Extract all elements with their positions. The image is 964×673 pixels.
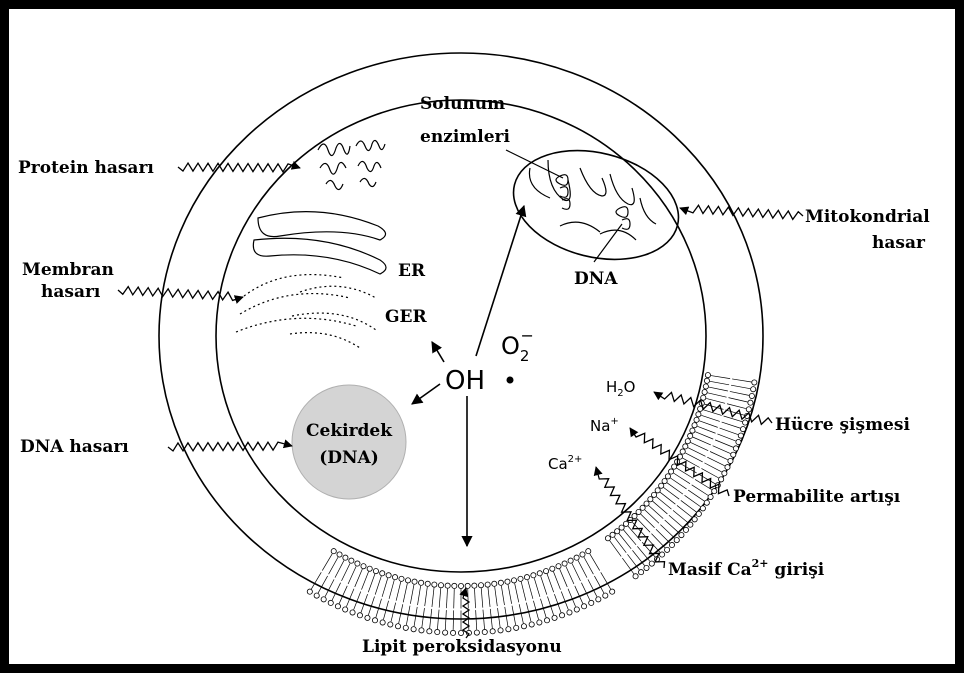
label-enzimleri: enzimleri	[420, 127, 511, 147]
label-solunum: Solunum	[420, 94, 505, 114]
nucleus	[292, 385, 406, 499]
wavy-arrow-mito	[680, 205, 803, 219]
er-rough	[236, 275, 376, 348]
label-cekirdek: Cekirdek	[306, 421, 393, 441]
lipid-bilayer-right	[605, 373, 757, 579]
label-membran: Membran	[22, 260, 114, 280]
label-mito-dna: DNA	[574, 269, 618, 289]
protein-squiggles	[318, 140, 385, 189]
label-o2: O2−	[501, 326, 534, 365]
label-er: ER	[398, 261, 426, 281]
wavy-arrow-dna	[168, 442, 292, 451]
arrow-oh-to-ger	[432, 342, 444, 362]
arrow-oh-to-nucleus	[412, 384, 440, 404]
cell-inner-membrane	[216, 100, 706, 572]
label-ger: GER	[385, 307, 427, 327]
mitochondrion	[502, 134, 690, 276]
label-lipit: Lipit peroksidasyonu	[362, 637, 562, 657]
solunum-pointer	[506, 150, 563, 178]
radical-dot	[507, 377, 514, 384]
mito-dna-pointer	[594, 224, 622, 262]
label-permabilite: Permabilite artışı	[733, 487, 901, 507]
label-hasar: hasar	[872, 233, 926, 253]
label-oh: OH	[445, 366, 485, 396]
label-ca: Ca2+	[548, 454, 582, 473]
er-smooth	[253, 212, 386, 274]
label-hucre-sismesi: Hücre şişmesi	[775, 415, 910, 435]
wavy-arrow-protein	[178, 163, 300, 172]
label-masif-ca: Masif Ca2+ girişi	[668, 557, 825, 580]
label-dna-hasari: DNA hasarı	[20, 437, 129, 457]
label-hasari: hasarı	[41, 282, 101, 302]
lipid-bilayer-bottom	[307, 549, 615, 636]
label-cekirdek-dna: (DNA)	[319, 448, 379, 468]
label-h2o: H2O	[606, 378, 635, 399]
label-na: Na+	[590, 416, 619, 435]
label-mitokondrial: Mitokondrial	[805, 207, 930, 227]
wavy-arrow-membrane	[118, 287, 243, 301]
label-protein-hasari: Protein hasarı	[18, 158, 154, 178]
